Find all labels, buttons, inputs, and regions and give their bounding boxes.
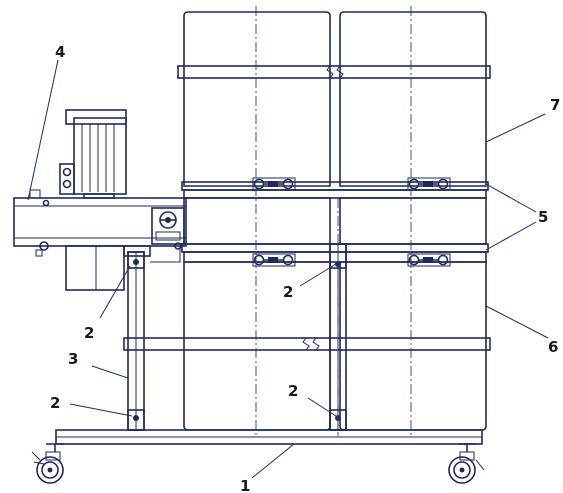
callout-3: 3 (68, 350, 78, 368)
ring-upper (181, 181, 489, 199)
rotary-valve (151, 207, 185, 245)
callout-1: 1 (240, 477, 250, 493)
base-frame (55, 429, 483, 445)
bracket-left-upper (127, 251, 145, 269)
ring-lower (181, 243, 489, 263)
blower-hopper (65, 245, 181, 291)
upper-band (177, 65, 491, 79)
bracket-left-lower (127, 409, 145, 431)
callout-7: 7 (550, 96, 560, 114)
middle-container-left (183, 197, 331, 245)
clamp-lower-right (407, 253, 451, 267)
clamp-upper-left (252, 177, 296, 191)
upper-container-right (339, 11, 487, 187)
caster-left (31, 443, 64, 484)
leader-lines (27, 59, 549, 479)
callout-4: 4 (55, 43, 65, 61)
lower-band (123, 337, 491, 351)
clamp-lower-left (252, 253, 296, 267)
centre-lines (255, 6, 412, 436)
callout-labels: 4 2 2 2 2 3 1 7 5 6 (50, 43, 560, 493)
callout-6: 6 (548, 338, 558, 356)
caster-right (448, 443, 485, 484)
lower-container-right (339, 261, 487, 431)
middle-container-right (339, 197, 487, 245)
lower-container-left (183, 261, 331, 431)
callout-2-middle-lower: 2 (288, 382, 298, 400)
callout-2-left-lower: 2 (50, 394, 60, 412)
upper-container-left (183, 11, 331, 187)
column-left (127, 251, 145, 431)
callout-2-middle-upper: 2 (283, 283, 293, 301)
clamp-upper-right (407, 177, 451, 191)
callout-2-left-upper: 2 (84, 324, 94, 342)
callout-5: 5 (538, 208, 548, 226)
motor (59, 109, 127, 199)
